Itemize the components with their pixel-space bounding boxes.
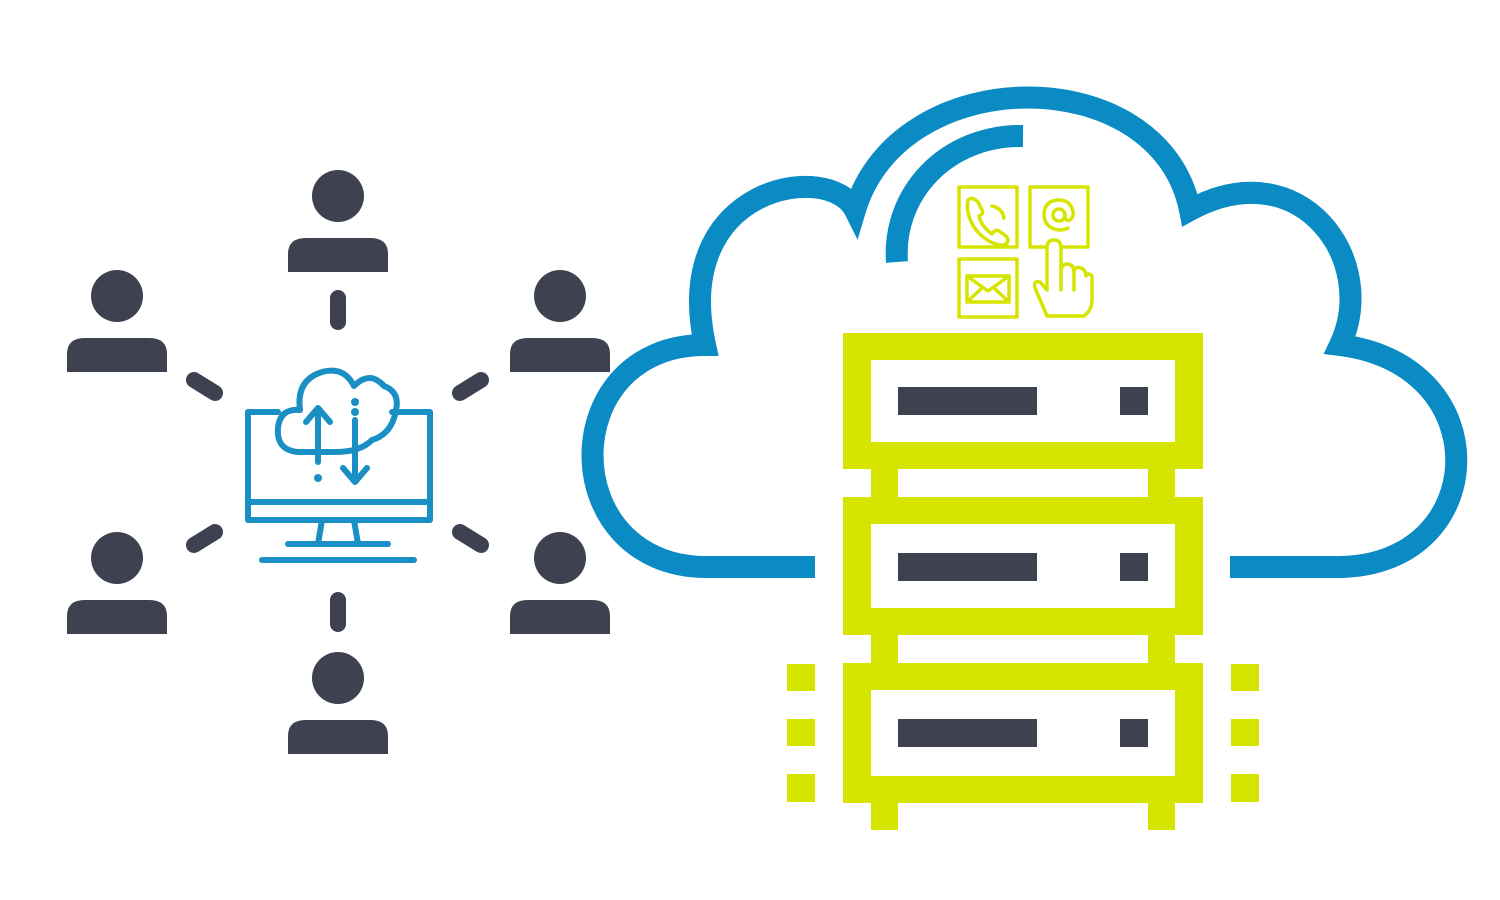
person-icon <box>67 532 167 634</box>
email-at-tile <box>1028 185 1090 249</box>
hand-pointer-icon <box>1032 238 1094 318</box>
email-at-icon <box>1042 198 1075 232</box>
cloud-inner-arc <box>885 124 1024 263</box>
person-icon <box>288 652 388 754</box>
server-rack-icon <box>787 333 1259 830</box>
user-network <box>67 170 610 754</box>
small-cloud <box>274 367 400 455</box>
drive-slot <box>898 719 1037 747</box>
monitor-stand <box>315 517 361 547</box>
phone-tile <box>957 185 1019 249</box>
person-icon <box>288 170 388 272</box>
connector-dash <box>186 372 223 401</box>
person-icon <box>67 270 167 372</box>
monitor-screen <box>245 409 433 523</box>
drive-slot <box>898 553 1037 581</box>
status-light <box>1120 387 1148 415</box>
connector-dash <box>186 524 223 553</box>
arrow-dots <box>314 398 359 482</box>
drive-slot <box>898 387 1037 415</box>
rack-leg <box>1148 803 1175 830</box>
cloud-outline <box>581 86 1468 578</box>
person-icon <box>510 270 610 372</box>
cloud-computer-icon <box>245 367 433 563</box>
server-details <box>898 387 1148 747</box>
connector-dash <box>452 524 489 553</box>
status-light <box>1120 553 1148 581</box>
phone-icon <box>965 196 1010 247</box>
person-icon <box>510 532 610 634</box>
cloud-icon <box>581 86 1468 578</box>
rack-leg <box>871 803 898 830</box>
connector-dash <box>452 372 489 401</box>
connector-lines <box>186 290 489 632</box>
rack-vents <box>787 664 1259 802</box>
envelope-icon <box>965 274 1011 304</box>
envelope-tile <box>957 257 1019 319</box>
download-arrow-head <box>340 465 370 485</box>
upload-arrow-head <box>303 405 333 425</box>
status-light <box>1120 719 1148 747</box>
contact-icons <box>957 185 1094 319</box>
